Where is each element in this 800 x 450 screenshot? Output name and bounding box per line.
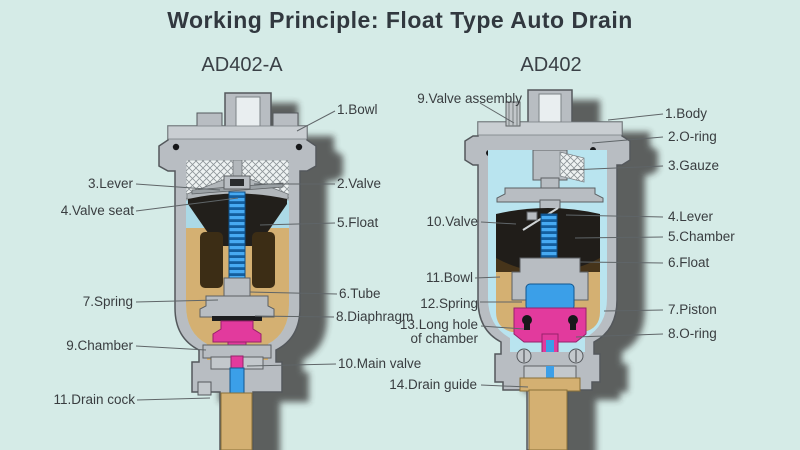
label-ad402a-bowl: 1.Bowl: [337, 102, 378, 117]
label-ad402-body: 1.Body: [665, 106, 708, 121]
heading-ad402: AD402: [520, 54, 582, 76]
heading-ad402a: AD402-A: [201, 54, 283, 76]
label-ad402-valve-assembly: 9.Valve assembly: [417, 91, 522, 106]
label-ad402-long-hole-line2: of chamber: [410, 331, 478, 346]
page-title: Working Principle: Float Type Auto Drain: [167, 7, 633, 33]
piston: [513, 307, 587, 343]
label-ad402a-tube: 6.Tube: [339, 286, 381, 301]
leader-lines: [135, 102, 664, 401]
label-ad402a-drain-cock: 11.Drain cock: [53, 392, 135, 407]
label-ad402-long-hole-line1: 13.Long hole: [399, 317, 478, 332]
drain-pipe: [528, 389, 568, 450]
gauze-filter: [559, 151, 585, 183]
label-ad402-chamber: 5.Chamber: [668, 229, 735, 244]
label-ad402-long-hole: 13.Long hole of chamber: [400, 318, 478, 346]
drain-cock: [197, 381, 212, 396]
label-ad402a-valve: 2.Valve: [337, 176, 382, 191]
valve-body: [526, 211, 538, 221]
drain-pipe: [220, 392, 253, 450]
label-ad402-drain-guide: 14.Drain guide: [389, 377, 477, 392]
label-ad402-oring-top: 2.O-ring: [668, 129, 717, 144]
label-ad402a-valve-seat: 4.Valve seat: [60, 203, 134, 218]
device-ad402-illustration: [464, 89, 658, 450]
label-ad402-piston: 7.Piston: [668, 302, 717, 317]
drain-guide: [519, 377, 581, 392]
label-ad402-oring-bottom: 8.O-ring: [668, 326, 717, 341]
label-ad402-valve: 10.Valve: [426, 214, 478, 229]
label-ad402a-chamber: 9.Chamber: [66, 338, 133, 353]
label-ad402-lever: 4.Lever: [668, 209, 714, 224]
label-ad402a-spring: 7.Spring: [82, 294, 133, 309]
label-ad402a-main-valve: 10.Main valve: [338, 356, 422, 371]
label-ad402-bowl: 11.Bowl: [425, 270, 473, 285]
label-ad402-gauze: 3.Gauze: [668, 158, 720, 173]
device-ad402a-illustration: [158, 92, 343, 450]
label-ad402-float: 6.Float: [668, 255, 710, 270]
label-ad402a-lever: 3.Lever: [87, 176, 133, 191]
main-valve: [212, 320, 262, 343]
label-ad402a-diaphragm: 8.Diaphragm: [336, 309, 414, 324]
label-ad402a-float: 5.Float: [337, 215, 379, 230]
label-ad402-spring: 12.Spring: [420, 296, 478, 311]
diaphragm: [212, 316, 262, 321]
